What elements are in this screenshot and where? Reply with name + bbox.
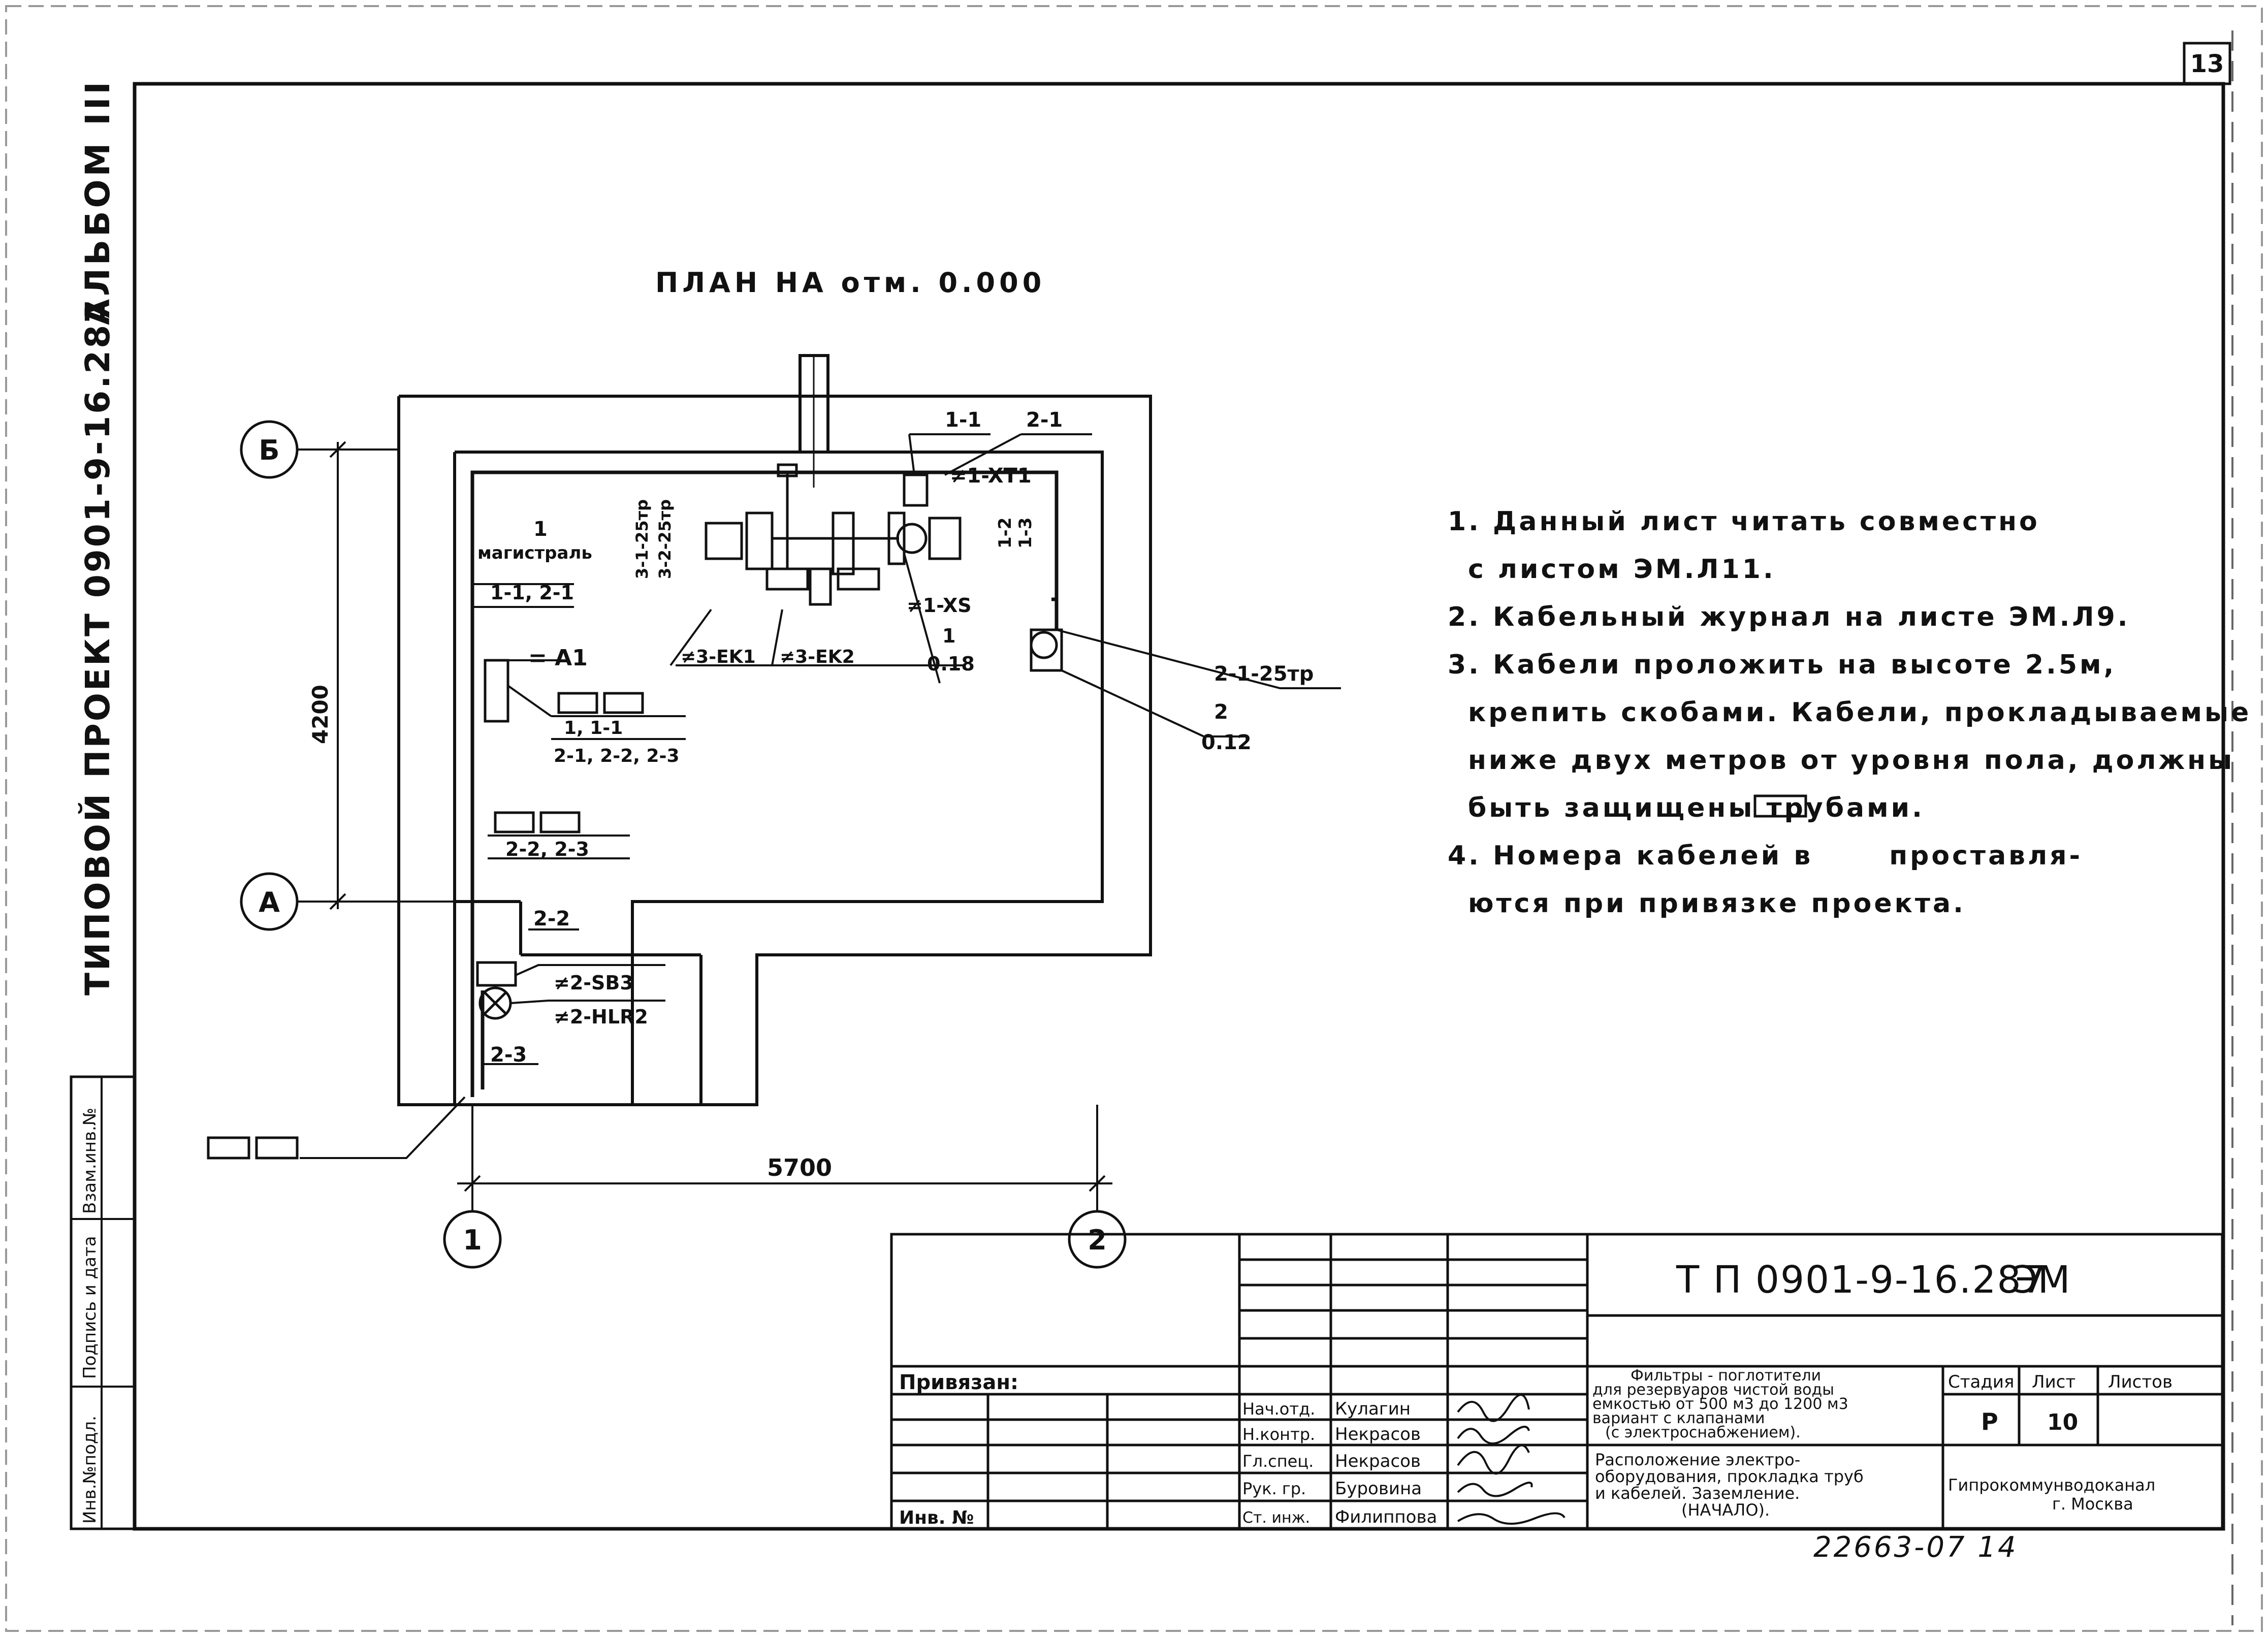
sheet-number-box: 13 — [2183, 42, 2231, 85]
title-block-grid — [890, 1233, 2224, 1530]
label-a1: = A1 — [528, 645, 588, 671]
note-line-4: 3. Кабели проложить на высоте 2.5м, — [1448, 650, 2117, 680]
plan-title: ПЛАН НА отм. 0.000 — [655, 267, 1045, 299]
label-box1-bot: 2-1, 2-2, 2-3 — [554, 746, 680, 766]
name-3: Некрасов — [1335, 1451, 1421, 1471]
stage-label: Стадия — [1948, 1372, 2014, 1392]
note-4-end: проставля- — [1889, 841, 2083, 871]
axis-1: 1 — [463, 1224, 482, 1256]
label-main-cables: 1-1, 2-1 — [490, 582, 574, 604]
note-line-8: 4. Номера кабелей в проставля- — [1448, 832, 2184, 880]
left-col-3: Инв.№подл. — [80, 1416, 100, 1524]
left-col-1: Взам.инв.№ — [80, 1108, 100, 1214]
stage-value: Р — [1981, 1408, 1998, 1435]
name-4: Буровина — [1335, 1479, 1422, 1499]
note-line-7: быть защищены трубами. — [1468, 793, 1925, 823]
note-line-6: ниже двух метров от уровня пола, должны — [1468, 745, 2235, 776]
sheet-line-3: и кабелей. Заземление. — [1595, 1484, 1800, 1503]
label-sb3: ≠2-SB3 — [554, 972, 633, 994]
sheet-value: 10 — [2047, 1409, 2078, 1435]
side-stamp: АЛЬБОМ III ТИПОВОЙ ПРОЕКТ 0901-9-16.287 — [78, 79, 117, 996]
cable-number-boxes — [207, 692, 644, 1160]
object-line-2: для резервуаров чистой воды — [1592, 1381, 1834, 1399]
dim-vertical: 4200 — [308, 685, 333, 744]
name-5: Филиппова — [1335, 1507, 1437, 1527]
sheet-line-1: Расположение электро- — [1595, 1450, 1800, 1469]
label-main-number: 1 — [533, 518, 548, 541]
org-line-2: г. Москва — [2052, 1494, 2133, 1514]
object-line-1: Фильтры - поглотители — [1631, 1367, 1821, 1385]
label-main: магистраль — [477, 543, 592, 563]
name-2: Некрасов — [1335, 1424, 1421, 1445]
label-box2: 2-2, 2-3 — [505, 838, 589, 860]
dim-horizontal: 5700 — [767, 1154, 832, 1181]
note-4-start: 4. Номера кабелей в — [1448, 841, 1813, 871]
label-1-1-top: 1-1 — [945, 408, 981, 432]
equipment-group — [476, 463, 1063, 1020]
axis-b: Б — [259, 434, 279, 466]
note-line-5: крепить скобами. Кабели, прокладываемые — [1468, 697, 2252, 728]
label-ek1: ≠3-EK1 — [681, 647, 756, 667]
label-2-2: 2-2 — [533, 907, 570, 930]
note-line-1: 1. Данный лист читать совместно — [1448, 506, 2040, 537]
org-line-1: Гипрокоммунводоканал — [1948, 1475, 2155, 1495]
sheet-line-2: оборудования, прокладка труб — [1595, 1467, 1864, 1486]
label-2-1-25tr: 2-1-25тр — [1214, 662, 1314, 686]
general-notes: 1. Данный лист читать совместно с листом… — [1448, 498, 2252, 927]
note-line-9: ются при привязке проекта. — [1468, 888, 1966, 919]
label-3-2-25tr: 3-2-25тр — [655, 499, 675, 579]
album-label: АЛЬБОМ III — [78, 79, 117, 325]
axis-a: А — [259, 886, 280, 918]
project-code-vertical: ТИПОВОЙ ПРОЕКТ 0901-9-16.287 — [78, 298, 117, 996]
inv-label: Инв. № — [899, 1507, 974, 1528]
label-2-3: 2-3 — [490, 1043, 527, 1067]
label-2-1-top: 2-1 — [1026, 408, 1063, 432]
label-3-1-25tr: 3-1-25тр — [632, 499, 652, 579]
title-block-text: Т П 0901-9-16.287 ЭМ Привязан: Инв. № На… — [899, 1258, 2173, 1528]
label-ek2: ≠3-EK2 — [780, 647, 855, 667]
label-box1-top: 1, 1-1 — [564, 718, 623, 739]
dimension-lines — [328, 441, 1112, 1201]
role-4: Рук. гр. — [1242, 1479, 1306, 1498]
note-box-symbol — [1753, 794, 1807, 818]
sheets-label: Листов — [2108, 1372, 2173, 1392]
label-xt1: ≠1-XT1 — [950, 464, 1032, 488]
privyazan-label: Привязан: — [899, 1371, 1018, 1394]
signatures — [1457, 1394, 1566, 1525]
label-n2: 2 — [1214, 700, 1228, 724]
role-2: Н.контр. — [1242, 1425, 1315, 1444]
label-0-18: 0.18 — [927, 653, 975, 675]
role-3: Гл.спец. — [1242, 1452, 1314, 1471]
left-stamp-columns: Взам.инв.№ Подпись и дата Инв.№подл. — [70, 1075, 136, 1530]
paper-edge — [5, 5, 2263, 1632]
sheet-label: Лист — [2032, 1372, 2075, 1392]
plan-labels: 1-1 2-1 ≠1-XT1 1-2 1-3 3-1-25тр 3-2-25тр… — [477, 408, 1314, 1067]
cable-route — [470, 470, 1059, 1097]
label-1-2: 1-2 — [995, 518, 1015, 549]
building-plan — [397, 354, 1152, 1106]
title-mark: ЭМ — [2011, 1258, 2070, 1302]
title-code: Т П 0901-9-16.287 — [1676, 1258, 2047, 1302]
leader-lines — [300, 433, 1341, 1159]
axis-bubbles: Б А 1 2 — [240, 420, 1127, 1269]
label-n1: 1 — [942, 625, 955, 647]
object-line-5: (с электроснабжением). — [1605, 1424, 1801, 1441]
object-line-4: вариант с клапанами — [1592, 1409, 1765, 1427]
left-col-2: Подпись и дата — [80, 1236, 100, 1379]
axis-2: 2 — [1088, 1224, 1107, 1256]
name-1: Кулагин — [1335, 1399, 1411, 1419]
note-line-2: с листом ЭМ.Л11. — [1468, 554, 1776, 585]
label-xs: ≠1-XS — [907, 594, 972, 617]
sheet-number: 13 — [2190, 50, 2224, 78]
sheet-line-4: (НАЧАЛО). — [1681, 1500, 1770, 1520]
role-1: Нач.отд. — [1242, 1399, 1315, 1419]
object-line-3: емкостью от 500 м3 до 1200 м3 — [1592, 1395, 1848, 1413]
label-0-12: 0.12 — [1201, 731, 1252, 754]
label-hlr2: ≠2-HLR2 — [554, 1006, 648, 1028]
role-5: Ст. инж. — [1242, 1509, 1310, 1527]
note-line-3: 2. Кабельный журнал на листе ЭМ.Л9. — [1448, 602, 2130, 632]
label-1-3: 1-3 — [1015, 518, 1036, 549]
archive-number: 22663-07 14 — [1813, 1531, 2018, 1564]
